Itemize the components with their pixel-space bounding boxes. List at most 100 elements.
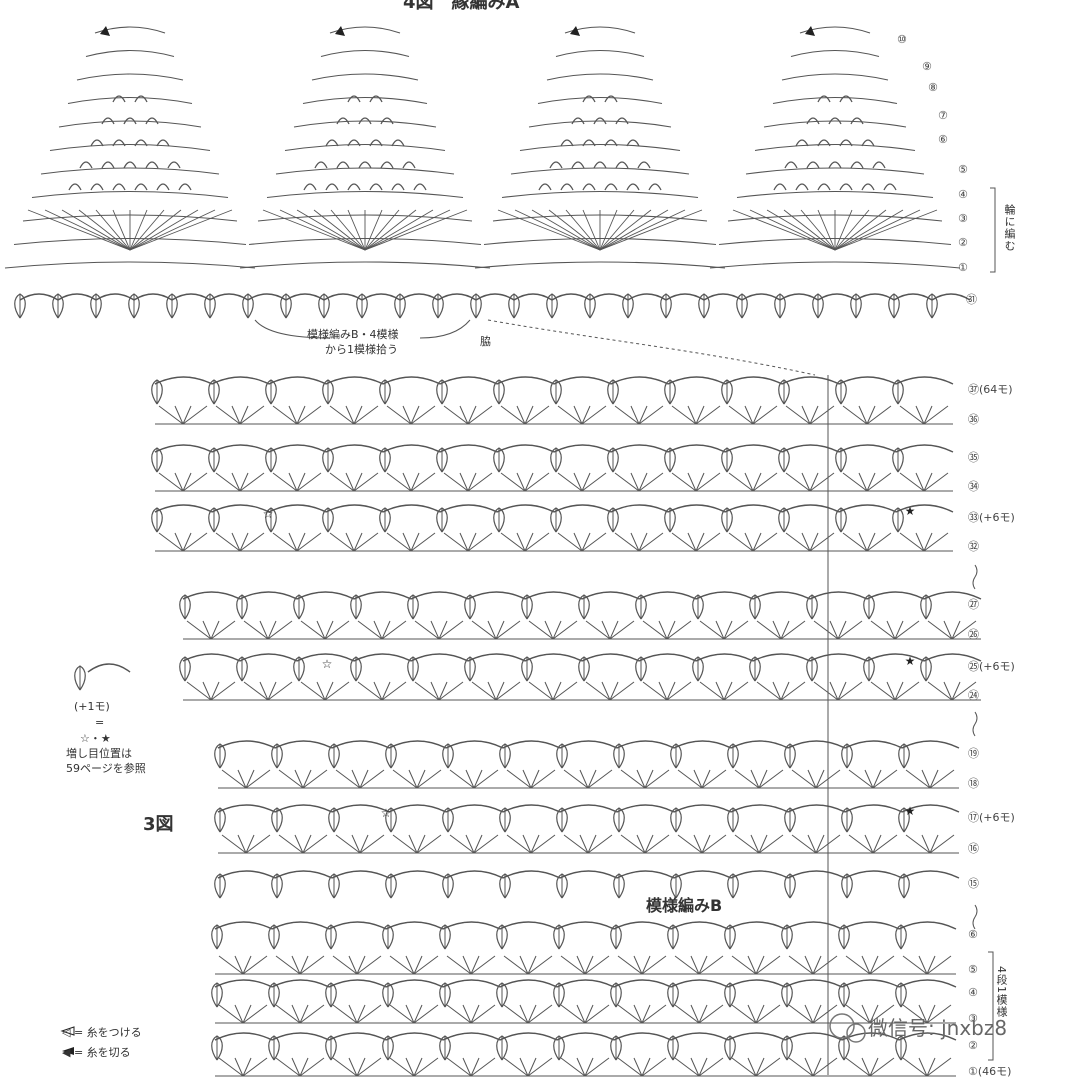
fig3-b3-r0-arc-842 [841,921,900,930]
fig3-b0-r5-fan-725-mr [752,532,762,552]
fig3-b2-r0-arc-503 [502,740,561,749]
fig3-b2-r3-fan-218-mr [245,834,255,854]
fig3-b2-r3-fan-560-mr [587,834,597,854]
fig3-b1-r2-arc-411 [410,653,469,662]
fig3-b2-r1-fan-788-l [791,769,817,789]
fig3-b0-r5-fan-896-l [899,532,925,552]
fig3-b3-r5-fan-272-r [299,1057,325,1077]
fig4-row-2: ② [958,236,968,249]
fig3-b0-r1-fan-440-ml [459,405,469,425]
fig3-b1-r3-fan-297-mr [324,681,334,701]
fig3-b0-r0-arc-212 [211,376,270,385]
fig3-b1-r3-fan-240-l [243,681,269,701]
fig3-b3-r4-arc-215 [214,1032,273,1041]
fig3-row-24: ㉔ [968,689,979,702]
fig3-b3-r3-fan-614-mr [641,1004,651,1024]
fig3-b2-r1-fan-503-l [506,769,532,789]
fig3-b1-r3-fan-639-l [642,681,668,701]
fig3-b3-r3-fan-728-ml [747,1004,757,1024]
fig3-b3-r1-fan-443-ml [462,955,472,975]
fig3-b2-r4-arc-332 [331,870,390,879]
fig4-m1-cell1-4 [402,161,416,169]
fig3-b2-r3-fan-332-r [359,834,385,854]
fig4-m3-cell0-5 [883,183,897,191]
fig3-b3-r1-fan-386-r [413,955,439,975]
fig3-b0-r5-fan-668-r [695,532,721,552]
fig3-b2-r4-arc-503 [502,870,561,879]
fig3-b2-r0-arc-275 [274,740,333,749]
fig3-b3-r1-fan-614-ml [633,955,643,975]
fig3-b1-r1-fan-525-ml [544,620,554,640]
fig3-b0-r1-fan-326-ml [345,405,355,425]
fig3-b1-r1-fan-582-l [585,620,611,640]
fig4-m3-cell3-2 [850,117,864,125]
fig3-b2-r1-fan-617-mr [644,769,654,789]
fig3-b3-r1-fan-728-l [731,955,757,975]
fig4-base-arc-590-dots [589,293,629,301]
fig4-m0-row10 [94,26,166,34]
fig3-row-37: ㊲(64モ) [968,383,1013,396]
fig3-b0-r2-arc-269 [268,444,327,453]
fig3-b1-r1-fan-411-l [414,620,440,640]
fig3-b0-r4-arc-383 [382,504,441,513]
fig4-m2-spoke5 [582,209,601,251]
watermark: 微信号: jnxbz8 [868,1016,1008,1040]
fig4-m1-spoke1 [279,209,366,251]
fig3-b2-r2-arc-560 [559,804,618,813]
fig3-b3-r1-fan-329-r [356,955,382,975]
fig3-b3-r1-fan-386-l [389,955,415,975]
fig3-b2-r0-arc-902 [901,740,960,749]
fig3-b3-r3-fan-671-mr [698,1004,708,1024]
fig3-b3-r4-arc-443 [442,1032,501,1041]
fig4-m3-row3 [736,190,934,199]
fig3-b0-r1-fan-896-ml [915,405,925,425]
fig3-b3-r3-fan-272-r [299,1004,325,1024]
fig3-b2-r4-arc-731 [730,870,789,879]
fig3-b0-r5-fan-497-r [524,532,550,552]
fig4-m1-spoke5 [347,209,366,251]
fig3-b2-r1-fan-617-r [644,769,670,789]
fig3-b0-r1-fan-668-mr [695,405,705,425]
fig3-b1-r1-fan-810-r [837,620,863,640]
fig4-m3-row0 [709,261,961,269]
fig3-b2-r1-fan-332-l [335,769,361,789]
fig3-b0-r3-fan-383-mr [410,472,420,492]
fig3-b2-r1-fan-503-ml [522,769,532,789]
fig3-b0-r3-fan-896-mr [923,472,933,492]
fig3-b0-r5-fan-269-l [272,532,298,552]
fig3-b0-r3-fan-326-ml [345,472,355,492]
fig4-m2-cell2-0 [560,139,574,147]
fig3-b3-r1-fan-785-mr [812,955,822,975]
fig3-b3-r5-fan-557-mr [584,1057,594,1077]
fig3-b0-r3-fan-497-mr [524,472,534,492]
fig4-row-8: ⑧ [928,81,938,94]
fig4-pickup-note-2: から1模様拾う [325,343,398,356]
fig4-m3-row5 [754,143,916,152]
fig3-b3-r1-fan-614-l [617,955,643,975]
fig3-b1-r0-arc-753 [752,591,811,600]
fig4-base-arc-438-dots [437,293,477,301]
fig3-b3-r1-fan-614-r [641,955,667,975]
fig4-m3-spoke5 [817,209,836,251]
fig3-b0-r3-fan-782-r [809,472,835,492]
fig3-b1-r3-fan-810-r [837,681,863,701]
fig3-b0-r1-fan-839-r [866,405,892,425]
fig3-b3-r1-fan-443-l [446,955,472,975]
fig3-b2-r3-fan-845-r [872,834,898,854]
fig3-break-1 [972,711,978,737]
fig3-b1-r1-fan-468-mr [495,620,505,640]
fig3-b1-r0-arc-297 [296,591,355,600]
fig4-m3-spoke0 [732,209,836,251]
fig4-m1-cell3-2 [380,117,394,125]
fig3-b0-r4-arc-326 [325,504,384,513]
fig3-b0-r0-arc-383 [382,376,441,385]
fig3-b2-r3-fan-389-r [416,834,442,854]
fig3-b1-r3-fan-411-r [438,681,464,701]
fig3-b0-r1-fan-497-r [524,405,550,425]
fig4-m3-cell3-0 [806,117,820,125]
fig3-b2-r3-fan-845-ml [864,834,874,854]
fig3-b0-r3-fan-212-r [239,472,265,492]
wechat-icon-bubble [846,1023,866,1043]
fig3-b2-r1-fan-674-r [701,769,727,789]
fig3-b3-r2-arc-614 [613,979,672,988]
